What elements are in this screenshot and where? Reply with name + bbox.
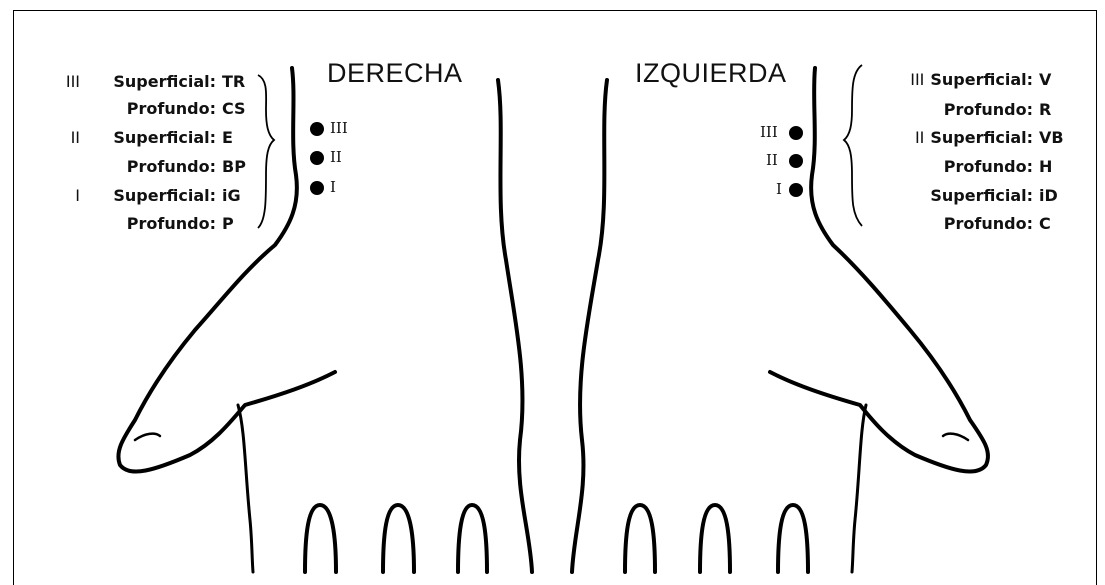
legend-level: Profundo: [86,99,216,118]
legend-code: P [222,214,234,233]
right-legend-row: III Superficial: V [910,70,1075,89]
legend-level: Profundo: [944,157,1033,176]
legend-code: E [222,128,233,147]
left-hand-pulse-dot-III [789,126,803,140]
legend-code: R [1039,100,1075,119]
legend-level: Superficial: [86,128,216,147]
left-hand-pulse-label-II: II [766,151,778,169]
legend-roman: III [910,70,924,89]
finger-2 [383,505,414,572]
left-legend-brace [258,75,274,228]
left-legend-row: Profundo: P [50,214,234,233]
left-hand-pulse-label-III: III [760,123,778,141]
left-hand-thumb-crease [943,434,968,440]
right-hand-thumb-crease [135,434,160,440]
left-hand-ulnar-edge [572,80,607,572]
legend-level: Superficial: [930,186,1033,205]
right-hand-pulse-dot-I [310,181,324,195]
right-legend-row: Profundo: C [938,214,1075,233]
legend-code: TR [222,72,245,91]
legend-roman: III [50,72,80,91]
legend-level: Profundo: [86,214,216,233]
left-legend-row: II Superficial: E [50,128,233,147]
right-hand-title: DERECHA [327,58,463,89]
finger-6 [778,505,808,572]
legend-level: Superficial: [930,70,1033,89]
left-hand-pulse-label-I: I [776,180,782,198]
legend-code: iD [1039,186,1075,205]
legend-level: Profundo: [944,214,1033,233]
legend-code: CS [222,99,246,118]
left-hand-pulse-dot-II [789,154,803,168]
legend-code: H [1039,157,1075,176]
legend-level: Superficial: [86,72,216,91]
right-hand-pulse-dot-III [310,122,324,136]
left-legend-row: Profundo: CS [50,99,246,118]
legend-roman: II [50,128,80,147]
right-legend-brace [844,65,862,226]
left-legend-row: Profundo: BP [50,157,246,176]
legend-level: Superficial: [86,186,216,205]
legend-code: C [1039,214,1075,233]
right-hand-ulnar-edge [498,80,532,572]
legend-code: iG [222,186,241,205]
legend-roman: I [50,186,80,205]
left-legend-row: I Superficial: iG [50,186,241,205]
right-hand-palm-line [238,405,253,572]
left-legend-row: III Superficial: TR [50,72,245,91]
legend-level: Profundo: [86,157,216,176]
finger-3 [458,505,487,572]
finger-4 [625,505,655,572]
right-legend-row: Profundo: R [938,100,1075,119]
left-hand-palm-line [852,405,866,572]
finger-1 [305,505,336,572]
left-hand-pulse-dot-I [789,183,803,197]
right-hand-pulse-label-I: I [330,178,336,196]
right-legend-row: II Superficial: VB [915,128,1075,147]
legend-code: BP [222,157,246,176]
legend-code: VB [1039,128,1075,147]
finger-5 [700,505,730,572]
legend-level: Superficial: [930,128,1033,147]
right-legend-row: Profundo: H [938,157,1075,176]
legend-code: V [1039,70,1075,89]
legend-roman: II [915,128,924,147]
legend-level: Profundo: [944,100,1033,119]
left-hand-title: IZQUIERDA [635,58,787,89]
right-legend-row: Superficial: iD [924,186,1075,205]
right-hand-pulse-label-II: II [330,148,342,166]
right-hand-pulse-dot-II [310,151,324,165]
right-hand-pulse-label-III: III [330,119,348,137]
